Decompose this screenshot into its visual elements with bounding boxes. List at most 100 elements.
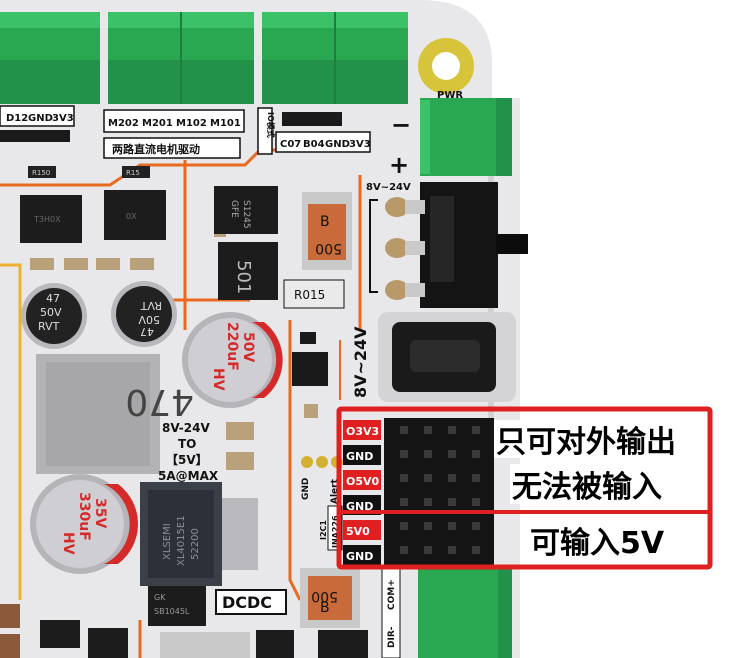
header-pin (472, 522, 480, 530)
header-pin (424, 426, 432, 434)
dcdc-label: DCDC (215, 589, 287, 615)
svg-text:C07: C07 (280, 139, 301, 150)
small-caps-mid (226, 422, 254, 470)
label-bg-2 (510, 464, 688, 504)
terminal-block-left (0, 12, 100, 104)
svg-text:50V: 50V (240, 332, 256, 362)
svg-text:【5V】: 【5V】 (166, 452, 208, 467)
header-pin (424, 450, 432, 458)
header-row-label: GND (346, 500, 373, 513)
svg-text:RVT: RVT (38, 320, 60, 333)
power-switch (420, 182, 528, 308)
svg-text:GK: GK (154, 593, 166, 602)
svg-text:M102: M102 (176, 118, 207, 129)
svg-text:3V3: 3V3 (349, 139, 371, 150)
power-terminal (420, 98, 512, 176)
svg-text:HV: HV (210, 368, 226, 391)
motor-pin-labels: M202 M201 M102 M101 两路直流电机驱动 (103, 109, 245, 159)
inductor-501: 501 (218, 242, 278, 300)
header-row-label: GND (346, 550, 373, 563)
range-top-label: 8V~24V (366, 182, 411, 193)
header-pin (400, 522, 408, 530)
switch-pins (369, 197, 425, 300)
resistor-r015: R015 (283, 279, 345, 309)
fuse-bottom: 500 B (300, 568, 360, 628)
svg-text:DIR-: DIR- (387, 626, 397, 648)
svg-text:8V-24V: 8V-24V (162, 421, 210, 435)
header-row-label: GND (346, 450, 373, 463)
header-pin (448, 522, 456, 530)
fuse-top: B 500 (302, 192, 352, 270)
svg-text:50V: 50V (40, 306, 62, 319)
svg-text:GND: GND (301, 478, 311, 500)
svg-text:GFE: GFE (229, 200, 239, 218)
header-pin (400, 474, 408, 482)
svg-text:SB1045L: SB1045L (154, 607, 190, 616)
header-pin (448, 426, 456, 434)
usb-c-port (378, 312, 516, 402)
header-pin (472, 474, 480, 482)
minus-label: − (391, 111, 411, 139)
plus-label: + (389, 151, 409, 179)
dcdc-spec-labels: 8V-24V TO 【5V】 5A@MAX (158, 421, 219, 483)
label-bg-3 (528, 520, 692, 560)
svg-text:COM+: COM+ (387, 579, 397, 610)
inductor-470: 470 (36, 354, 194, 474)
header-row-label-bg (343, 520, 381, 540)
svg-text:XLSEMI: XLSEMI (162, 523, 173, 560)
header-pin (400, 426, 408, 434)
right-pin-labels: IO模式 C07 B04 GND 3V3 (257, 107, 371, 155)
header-pin (400, 498, 408, 506)
svg-text:330uF: 330uF (76, 492, 92, 541)
header-row-label-bg (343, 545, 381, 565)
svg-text:M101: M101 (210, 118, 241, 129)
capacitor-hv-220uf: 50V 220uF HV (182, 312, 283, 408)
header-pin (448, 546, 456, 554)
header-row-label: 5V0 (346, 525, 370, 538)
svg-text:DCDC: DCDC (222, 593, 272, 612)
svg-text:XL4015E1: XL4015E1 (176, 515, 187, 566)
terminal-block-bottom (418, 568, 512, 658)
svg-text:3V3: 3V3 (52, 113, 74, 124)
header-row-label-bg (343, 470, 381, 490)
pwr-label: PWR (437, 90, 463, 101)
no-input-label: 无法被输入 (512, 470, 662, 505)
header-pin (472, 498, 480, 506)
ic-left: T3H0X 0X (20, 190, 166, 243)
svg-text:220uF: 220uF (224, 322, 240, 371)
svg-text:I2C1: I2C1 (319, 520, 328, 540)
header-pin (424, 546, 432, 554)
terminal-block-middle (108, 12, 254, 104)
svg-text:R015: R015 (294, 288, 325, 302)
header-pin (424, 474, 432, 482)
svg-text:5A@MAX: 5A@MAX (158, 469, 219, 483)
svg-text:Alert: Alert (330, 478, 340, 504)
svg-text:B: B (320, 214, 330, 230)
svg-text:M202: M202 (108, 118, 139, 129)
svg-text:B: B (320, 600, 330, 616)
svg-text:501: 501 (233, 260, 254, 294)
inductor-gfe: GFE S1245 (214, 186, 278, 234)
svg-text:两路直流电机驱动: 两路直流电机驱动 (112, 142, 200, 156)
svg-text:HV: HV (60, 532, 76, 555)
svg-text:52200: 52200 (190, 528, 201, 560)
annotation-box (336, 406, 713, 570)
header-pin (472, 450, 480, 458)
svg-text:0X: 0X (126, 212, 137, 221)
terminal-block-right (262, 12, 408, 104)
header-pin (424, 498, 432, 506)
svg-text:B04: B04 (303, 139, 325, 150)
svg-text:S1245: S1245 (241, 200, 251, 229)
svg-text:500: 500 (311, 588, 338, 604)
header-row-label-bg (343, 420, 381, 440)
svg-text:GND: GND (325, 139, 350, 150)
header-pin (400, 546, 408, 554)
ic-ina226 (292, 332, 328, 418)
output-only-label: 只可对外输出 (496, 425, 676, 460)
svg-text:47: 47 (46, 292, 60, 305)
header-pin (424, 522, 432, 530)
svg-text:M201: M201 (142, 118, 173, 129)
header-pin (448, 474, 456, 482)
svg-text:T3H0X: T3H0X (33, 215, 61, 224)
